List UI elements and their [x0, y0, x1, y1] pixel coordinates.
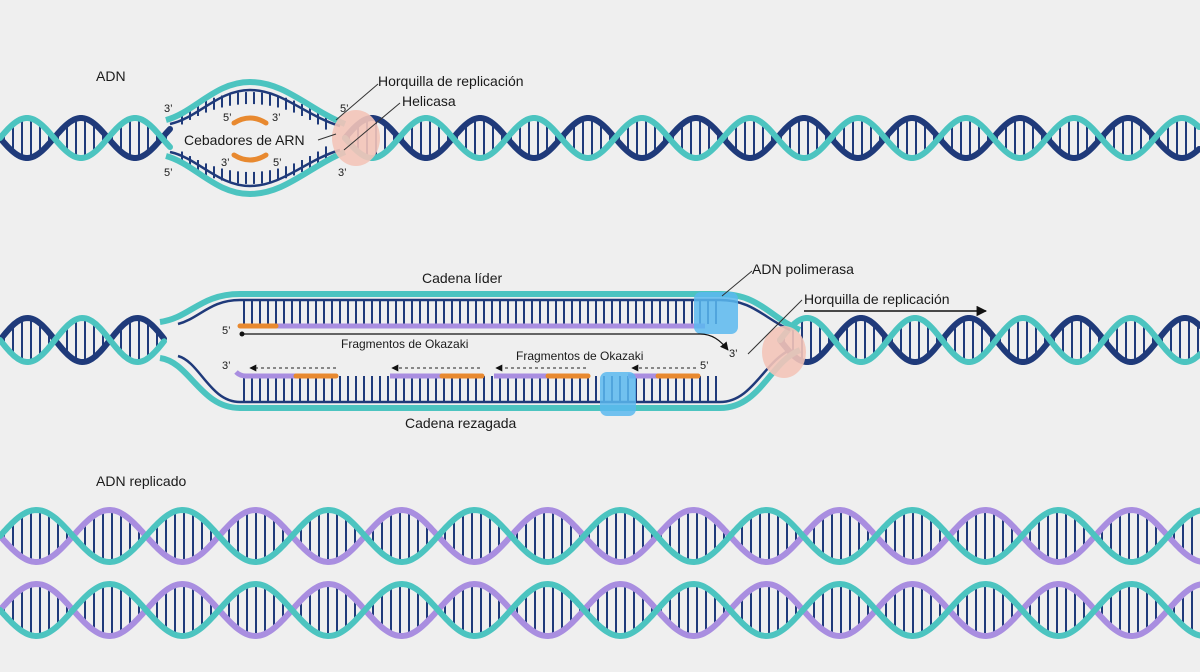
rna-primers-and-new-strands — [231, 115, 705, 379]
end-marker-3prime: 3’ — [222, 360, 231, 372]
label-replicated-dna: ADN replicado — [96, 473, 186, 489]
leader-fork-middle — [747, 299, 803, 355]
replicated-dna-2-strand-front — [0, 580, 1200, 640]
label-leading-strand: Cadena líder — [422, 270, 503, 286]
bubble-bottom-inner — [169, 148, 341, 188]
dna-polymerase-leading — [694, 292, 738, 334]
end-marker-3prime: 3’ — [729, 348, 738, 360]
end-marker-3prime: 3’ — [338, 167, 347, 179]
bubble-top-strand — [165, 78, 347, 127]
dna-right-strand-back — [342, 115, 1200, 161]
end-marker-5prime: 5’ — [340, 103, 349, 115]
replicated-dna-1-strand-back — [0, 506, 1200, 566]
dna-polymerase-lagging — [600, 372, 636, 416]
rna-primer-bottom — [231, 152, 269, 163]
helicase-enzyme — [332, 110, 380, 166]
end-marker-5prime: 5’ — [700, 360, 709, 372]
parental-bottom-strand — [159, 347, 802, 411]
end-marker-5prime: 5’ — [223, 112, 232, 124]
dna-mid-right-strand-back — [777, 315, 1200, 365]
end-marker-3prime: 3’ — [164, 103, 173, 115]
leading-synthesis-arrow — [242, 333, 729, 351]
label-dna-polymerase: ADN polimerasa — [752, 261, 854, 277]
bubble-top-inner — [169, 88, 341, 128]
dna-strands — [0, 78, 1200, 640]
helicase-fork — [762, 326, 806, 378]
label-okazaki-fragments-1: Fragmentos de Okazaki — [341, 337, 468, 351]
leader-rna-primers — [317, 133, 337, 141]
dna-mid-left-strand-back — [0, 314, 167, 366]
dna-mid-right-strand-front — [777, 315, 1200, 365]
label-replication-fork-top: Horquilla de replicación — [378, 73, 524, 89]
dna-left-strand-front — [0, 115, 173, 161]
label-okazaki-fragments-2: Fragmentos de Okazaki — [516, 349, 643, 363]
enzymes — [332, 110, 806, 416]
leader-dna-polymerase — [721, 270, 753, 297]
bubble-bottom-strand — [165, 149, 347, 198]
dna-left-strand-back — [0, 115, 173, 161]
end-marker-3prime: 3’ — [272, 112, 281, 124]
label-helicase: Helicasa — [402, 93, 456, 109]
leading-start-dot — [239, 331, 245, 337]
label-dna: ADN — [96, 68, 126, 84]
dna-right-strand-front — [342, 115, 1200, 161]
leader-helicase — [343, 102, 401, 151]
dna-mid-left-strand-front — [0, 314, 167, 366]
end-marker-5prime: 5’ — [164, 167, 173, 179]
lagging-start-curl — [234, 370, 247, 379]
leader-lines-and-arrows — [239, 83, 988, 372]
replicated-dna-1-strand-front — [0, 506, 1200, 566]
end-marker-5prime: 5’ — [222, 325, 231, 337]
end-marker-3prime: 3’ — [221, 157, 230, 169]
replicated-dna-2-strand-back — [0, 580, 1200, 640]
parental-top-strand — [159, 291, 802, 333]
label-lagging-strand: Cadena rezagada — [405, 415, 517, 431]
end-marker-5prime: 5’ — [273, 157, 282, 169]
label-replication-fork-middle: Horquilla de replicación — [804, 291, 950, 307]
rna-primer-top — [231, 115, 269, 126]
label-rna-primers: Cebadores de ARN — [184, 132, 305, 148]
leader-replication-fork — [335, 83, 379, 121]
